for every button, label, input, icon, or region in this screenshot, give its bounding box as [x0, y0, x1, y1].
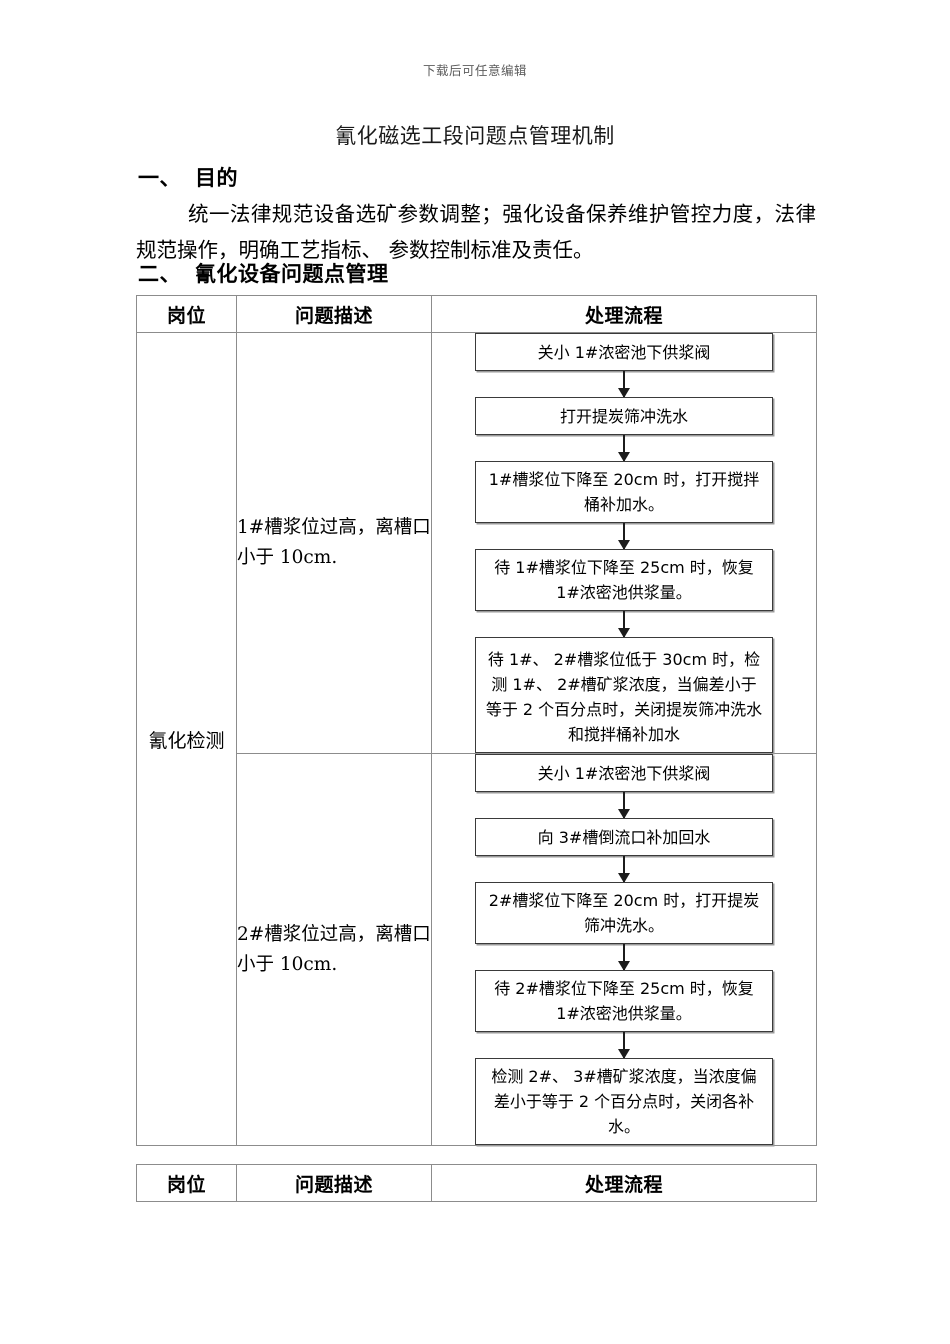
document-title: 氰化磁选工段问题点管理机制: [335, 124, 615, 148]
section-2-number: 二、: [138, 262, 181, 286]
running-header: 下载后可任意编辑: [422, 63, 527, 78]
column-header-problem: 问题描述: [236, 295, 432, 333]
table-header-row: 岗位 问题描述 处理流程: [136, 295, 817, 333]
table-row: 2#槽浆位过高，离槽口小于 10cm. 关小 1#浓密池下供浆阀 向 3#槽倒流…: [137, 753, 817, 1146]
flow-arrow-1-1: [623, 371, 625, 397]
problem-management-table: 岗位 问题描述 处理流程 氰化检测 1#槽浆位过高，离槽口小于 10cm. 关小…: [136, 295, 817, 1146]
flow-arrow-1-4: [623, 611, 625, 637]
section-2-title: 氰化设备问题点管理: [195, 262, 389, 286]
flow-arrow-2-1: [623, 792, 625, 818]
continuation-table-header: 岗位 问题描述 处理流程: [136, 1164, 817, 1202]
section-1-number: 一、: [138, 166, 181, 190]
flow-arrow-2-3: [623, 944, 625, 970]
flow-box-1-1: 关小 1#浓密池下供浆阀: [475, 333, 773, 371]
column-header-position: 岗位: [136, 1164, 237, 1202]
flow-box-1-4: 待 1#槽浆位下降至 25cm 时，恢复 1#浓密池供浆量。: [475, 549, 773, 611]
flowchart-2: 关小 1#浓密池下供浆阀 向 3#槽倒流口补加回水 2#槽浆位下降至 20cm …: [432, 754, 816, 1145]
section-1-title: 目的: [195, 166, 238, 190]
flow-box-1-5: 待 1#、 2#槽浆位低于 30cm 时，检测 1#、 2#槽矿浆浓度，当偏差小…: [475, 637, 773, 753]
cell-flow-2: 关小 1#浓密池下供浆阀 向 3#槽倒流口补加回水 2#槽浆位下降至 20cm …: [431, 753, 817, 1146]
flow-box-1-3: 1#槽浆位下降至 20cm 时，打开搅拌桶补加水。: [475, 461, 773, 523]
flow-box-2-3: 2#槽浆位下降至 20cm 时，打开提炭筛冲洗水。: [475, 882, 773, 944]
cell-problem-2: 2#槽浆位过高，离槽口小于 10cm.: [236, 753, 432, 1146]
table-header-row: 岗位 问题描述 处理流程: [136, 1164, 817, 1202]
section-1-paragraph: 统一法律规范设备选矿参数调整；强化设备保养维护管控力度，法律规范操作，明确工艺指…: [136, 202, 816, 262]
column-header-process: 处理流程: [431, 295, 817, 333]
column-header-problem: 问题描述: [236, 1164, 432, 1202]
section-heading-2: 二、氰化设备问题点管理: [138, 258, 389, 288]
flow-box-2-1: 关小 1#浓密池下供浆阀: [475, 754, 773, 792]
column-header-position: 岗位: [136, 295, 237, 333]
table-row: 氰化检测 1#槽浆位过高，离槽口小于 10cm. 关小 1#浓密池下供浆阀 打开…: [136, 332, 817, 1146]
flow-arrow-2-2: [623, 856, 625, 882]
flow-box-2-2: 向 3#槽倒流口补加回水: [475, 818, 773, 856]
flow-arrow-2-4: [623, 1032, 625, 1058]
flow-box-1-2: 打开提炭筛冲洗水: [475, 397, 773, 435]
flowchart-1: 关小 1#浓密池下供浆阀 打开提炭筛冲洗水 1#槽浆位下降至 20cm 时，打开…: [432, 333, 816, 753]
cell-flow-1: 关小 1#浓密池下供浆阀 打开提炭筛冲洗水 1#槽浆位下降至 20cm 时，打开…: [431, 332, 817, 754]
cell-problem-1: 1#槽浆位过高，离槽口小于 10cm.: [236, 332, 432, 754]
section-heading-1: 一、目的: [138, 162, 238, 192]
column-header-process: 处理流程: [431, 1164, 817, 1202]
flow-box-2-4: 待 2#槽浆位下降至 25cm 时，恢复 1#浓密池供浆量。: [475, 970, 773, 1032]
cell-position-label: 氰化检测: [136, 332, 237, 1146]
flow-box-2-5: 检测 2#、 3#槽矿浆浓度，当浓度偏差小于等于 2 个百分点时，关闭各补水。: [475, 1058, 773, 1145]
flow-arrow-1-3: [623, 523, 625, 549]
flow-arrow-1-2: [623, 435, 625, 461]
